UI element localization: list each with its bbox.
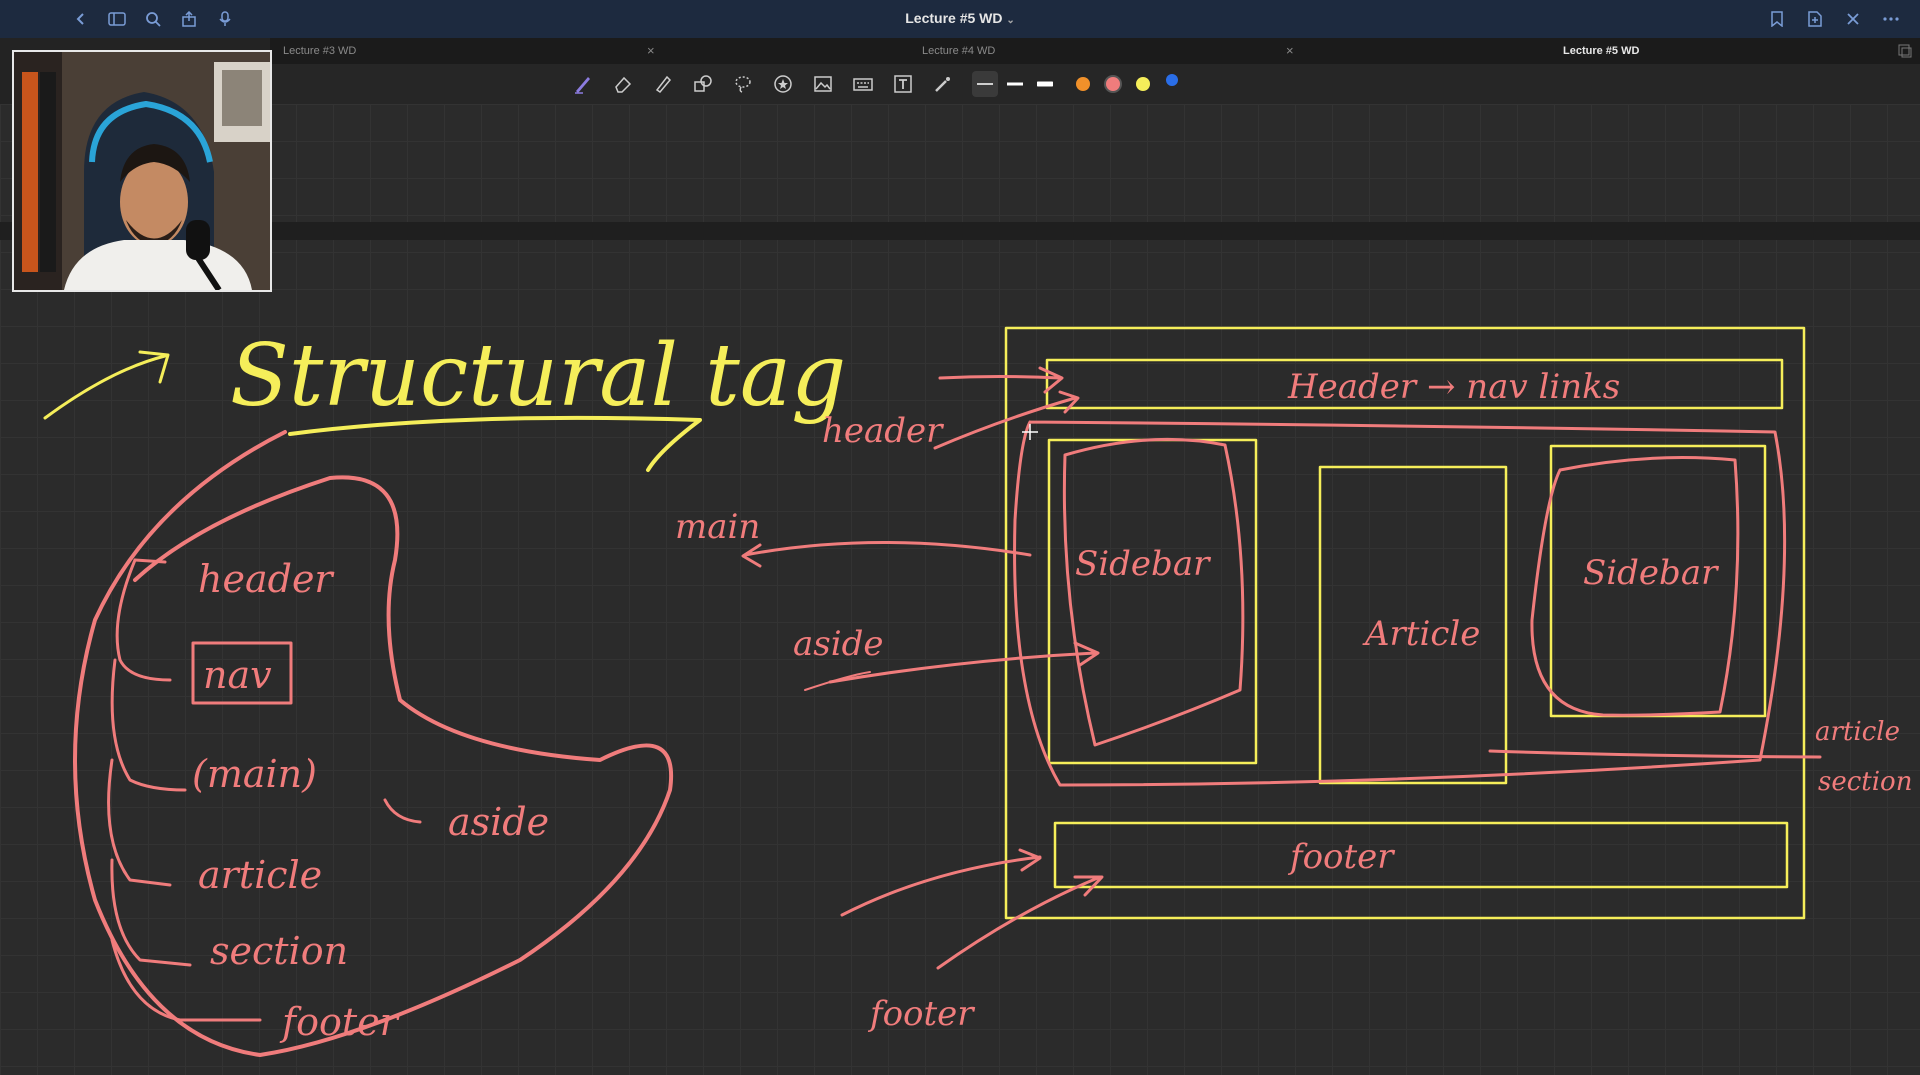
highlighter-icon[interactable] [650, 71, 676, 97]
arrow-to-section [110, 858, 192, 967]
label-main: main [675, 507, 760, 547]
chevron-down-icon: ⌄ [1006, 15, 1015, 26]
color-pink-swatch[interactable] [1106, 77, 1120, 91]
text-icon[interactable] [890, 71, 916, 97]
tab-bar: Lecture #3 WD × Lecture #4 WD × Lecture … [270, 38, 1920, 64]
add-page-icon[interactable] [1804, 8, 1826, 30]
heading-arrow [43, 354, 167, 420]
heading-underline [288, 415, 702, 472]
share-icon[interactable] [178, 8, 200, 30]
arrow-aside-label [828, 641, 1100, 684]
arrow-to-article [107, 758, 172, 887]
layout-article-box [1318, 465, 1508, 785]
layout-header-box [1045, 358, 1784, 410]
heading-arrowhead [138, 350, 170, 384]
tab-overview-icon[interactable] [1898, 44, 1912, 63]
tab-lecture-4[interactable]: Lecture #4 WD [922, 45, 996, 57]
stroke-thin-button[interactable] [972, 71, 998, 97]
tag-header: header [198, 557, 335, 601]
layout-outer-box [1004, 326, 1806, 920]
box-sidebar-right-text: Sidebar [1583, 553, 1719, 593]
box-header-text: Header → nav links [1287, 367, 1620, 407]
arrow-to-main [110, 658, 187, 792]
tab-lecture-3[interactable]: Lecture #3 WD [283, 45, 357, 57]
tag-article: article [198, 853, 322, 897]
window-title-text: Lecture #5 WD [905, 10, 1003, 26]
layout-footer-box [1053, 821, 1789, 889]
close-icon[interactable] [1842, 8, 1864, 30]
laser-pointer-icon[interactable] [930, 71, 956, 97]
arrow-to-nav [115, 558, 172, 682]
arrow-main-label [741, 541, 1032, 568]
arrow-footer-label [840, 848, 1042, 917]
label-article: article [1815, 717, 1900, 747]
arrow-header-label [938, 366, 1064, 394]
tab-lecture-5[interactable]: Lecture #5 WD [1563, 45, 1640, 57]
tag-footer: footer [279, 1000, 401, 1044]
presenter-video [14, 52, 270, 290]
label-section: section [1818, 767, 1912, 797]
note-canvas[interactable] [0, 104, 1920, 1075]
title-bar: Lecture #5 WD ⌄ [0, 0, 1920, 38]
titlebar-right-controls [1766, 8, 1902, 30]
aside-underline [804, 671, 871, 691]
color-picker-swatch[interactable] [1166, 74, 1178, 86]
box-sidebar-left-text: Sidebar [1075, 544, 1211, 584]
heading-text: Structural tag [230, 326, 846, 426]
nav-box [191, 641, 293, 705]
tags-enclosure [73, 430, 674, 1057]
tag-aside: aside [448, 800, 549, 844]
bookmark-icon[interactable] [1766, 8, 1788, 30]
sidebar-toggle-icon[interactable] [106, 8, 128, 30]
pen-icon[interactable] [570, 71, 596, 97]
keyboard-icon[interactable] [850, 71, 876, 97]
label-footer: footer [867, 994, 975, 1034]
arrow-footer-label-2 [936, 875, 1104, 970]
more-icon[interactable] [1880, 8, 1902, 30]
layout-sidebar-left-box [1047, 438, 1258, 765]
aside-right-outline [1530, 456, 1740, 717]
stroke-medium-button[interactable] [1002, 71, 1028, 97]
lasso-icon[interactable] [730, 71, 756, 97]
arrow-article-section [1488, 749, 1822, 759]
search-icon[interactable] [142, 8, 164, 30]
color-orange-swatch[interactable] [1076, 77, 1090, 91]
sticker-icon[interactable] [770, 71, 796, 97]
window-title[interactable]: Lecture #5 WD ⌄ [0, 10, 1920, 26]
shapes-icon[interactable] [690, 71, 716, 97]
webcam-overlay [12, 50, 272, 292]
tag-main: (main) [192, 752, 317, 796]
back-icon[interactable] [70, 8, 92, 30]
tab-close-icon[interactable]: × [1286, 43, 1294, 58]
label-aside: aside [793, 624, 883, 664]
stroke-thick-button[interactable] [1032, 71, 1058, 97]
arrow-header-label-2 [933, 390, 1080, 450]
label-header: header [822, 411, 944, 451]
page-separator [0, 222, 1920, 240]
arrow-to-footer [110, 938, 262, 1022]
aside-left-outline [1062, 437, 1245, 747]
microphone-icon[interactable] [214, 8, 236, 30]
titlebar-left-controls [70, 8, 236, 30]
main-outline [1013, 420, 1787, 787]
color-yellow-swatch[interactable] [1136, 77, 1150, 91]
box-article-text: Article [1362, 614, 1480, 654]
pen-cursor-icon [1022, 424, 1038, 440]
box-footer-text: footer [1287, 837, 1395, 877]
arrow-to-header [133, 558, 167, 564]
eraser-icon[interactable] [610, 71, 636, 97]
drawing-toolbar [270, 64, 1920, 104]
tab-close-icon[interactable]: × [647, 43, 655, 58]
arrow-to-aside [383, 798, 422, 824]
image-icon[interactable] [810, 71, 836, 97]
tag-nav: nav [203, 653, 272, 697]
tag-section: section [210, 929, 348, 973]
